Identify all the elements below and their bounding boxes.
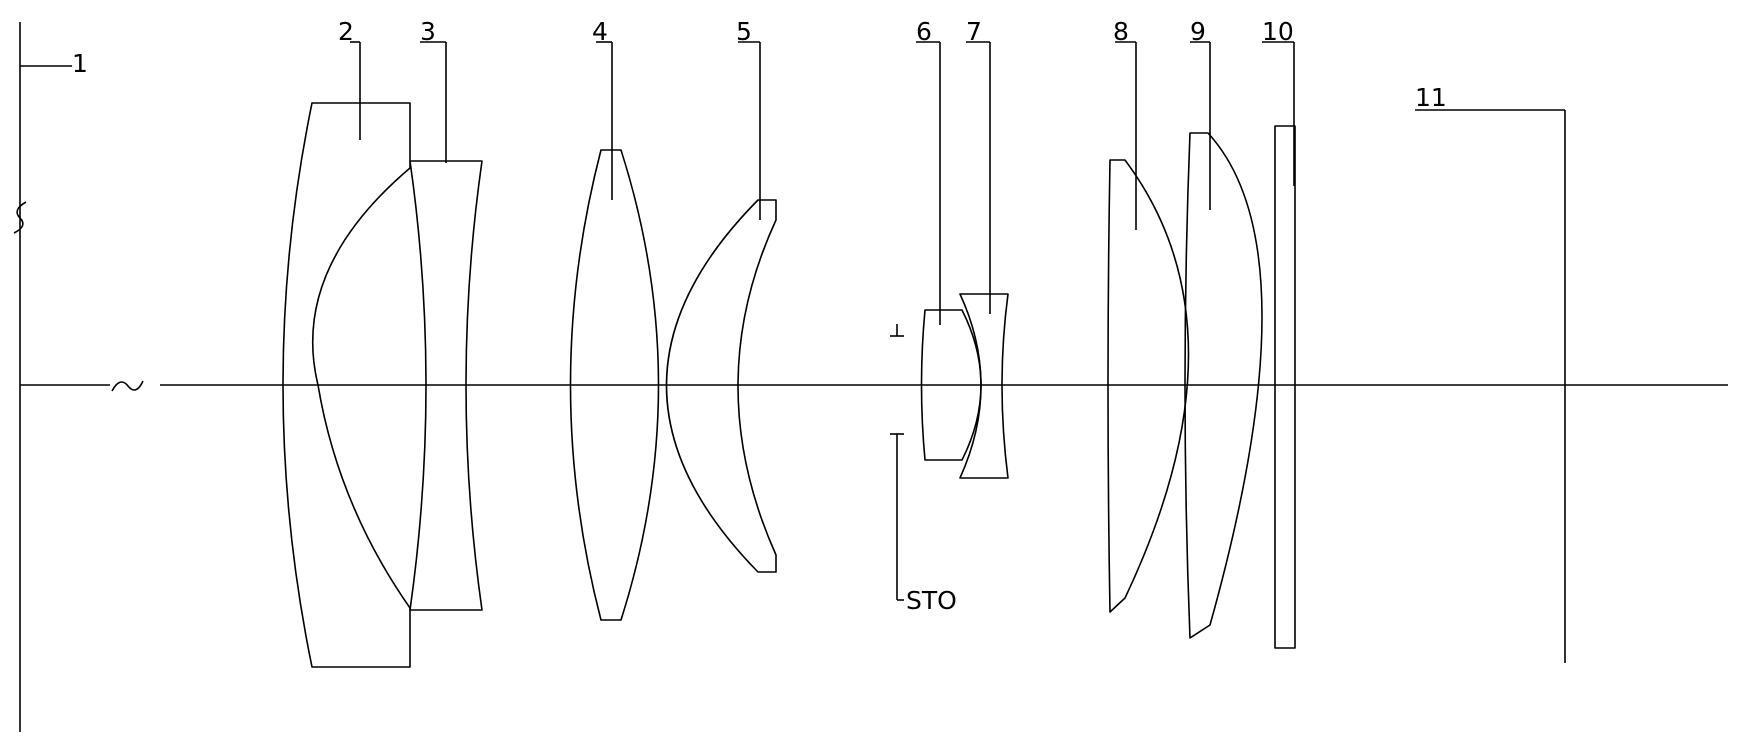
lens-4 <box>569 149 660 621</box>
label-sto: STO <box>906 586 957 615</box>
label-10: 10 <box>1262 17 1294 46</box>
label-11: 11 <box>1415 83 1447 112</box>
axis-break-symbol <box>111 380 144 392</box>
lens-9 <box>1184 132 1263 639</box>
lens-2 <box>282 102 411 668</box>
lens-8 <box>1107 159 1190 613</box>
lens-5 <box>665 199 777 573</box>
lens-3 <box>409 160 483 611</box>
lens-6 <box>920 309 982 461</box>
label-5: 5 <box>736 17 752 46</box>
label-6: 6 <box>916 17 932 46</box>
label-9: 9 <box>1190 17 1206 46</box>
filter-plate-10 <box>1274 125 1296 649</box>
label-2: 2 <box>338 17 354 46</box>
label-8: 8 <box>1113 17 1129 46</box>
label-3: 3 <box>420 17 436 46</box>
label-7: 7 <box>966 17 982 46</box>
label-4: 4 <box>592 17 608 46</box>
object-plane-break-symbol <box>13 201 27 234</box>
lens-7 <box>959 293 1009 479</box>
label-1: 1 <box>72 49 88 78</box>
